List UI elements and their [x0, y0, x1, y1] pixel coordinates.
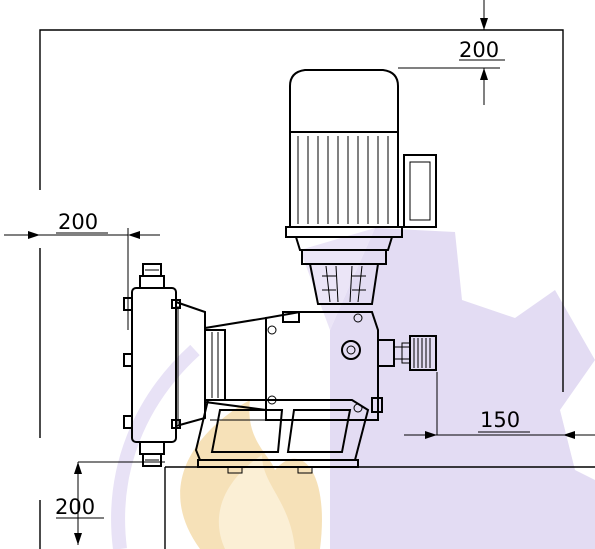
dimension-left-label: 200 — [58, 210, 98, 234]
liquid-end — [123, 263, 181, 467]
watermark-flame-inner — [218, 455, 295, 549]
dimension-right: 150 — [404, 372, 595, 439]
dimension-top: 200 — [398, 0, 505, 105]
dimension-top-label: 200 — [459, 38, 499, 62]
dimension-bottom-label: 200 — [55, 495, 95, 519]
dimension-left: 200 — [4, 210, 160, 330]
dimension-right-label: 150 — [480, 408, 520, 432]
lantern — [308, 263, 380, 305]
watermark-arc-left — [111, 344, 200, 549]
watermark-gear-inner — [300, 228, 375, 330]
motor — [285, 69, 437, 265]
watermark-gear — [330, 228, 595, 549]
pump-body — [123, 69, 437, 474]
pump-base — [194, 399, 370, 474]
watermark-logo — [111, 228, 595, 549]
dimension-bottom: 200 — [55, 461, 165, 545]
